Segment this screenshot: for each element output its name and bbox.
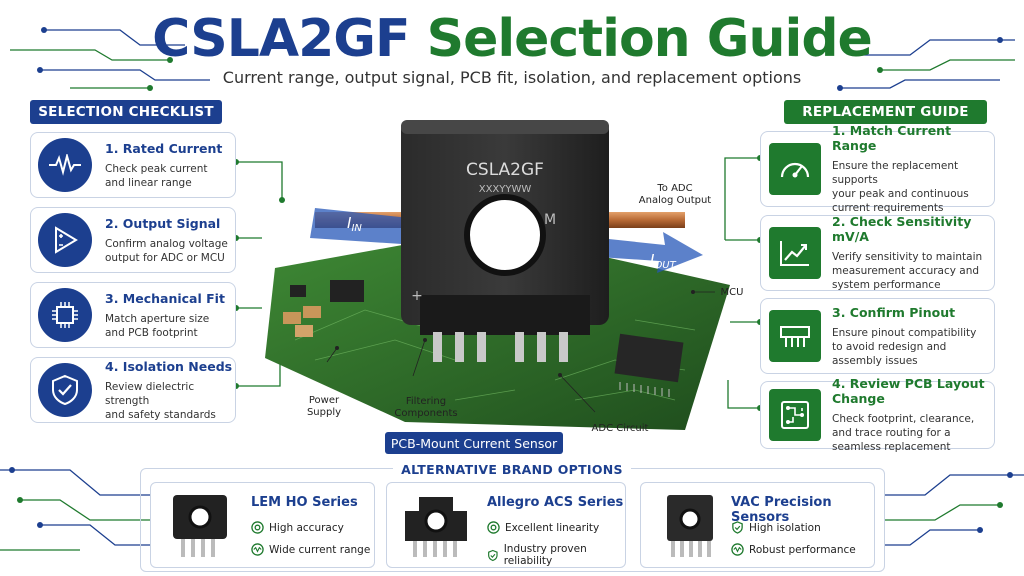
amplifier-icon — [38, 213, 92, 267]
chip-icon — [38, 288, 92, 342]
shield-icon — [732, 521, 743, 534]
capacitor — [283, 312, 301, 324]
alt-brand-name: LEM HO Series — [251, 495, 358, 510]
wave-icon — [251, 543, 264, 556]
replacement-item-title: 3. Confirm Pinout — [832, 304, 956, 320]
alt-feature: Industry proven reliability — [487, 543, 625, 567]
capacitor — [303, 306, 321, 318]
callout-adc-circuit: ADC Circuit — [591, 423, 649, 434]
checklist-item-title: 4. Isolation Needs — [105, 358, 233, 374]
capacitor — [295, 325, 313, 337]
checklist-heading: SELECTION CHECKLIST — [30, 100, 222, 124]
replacement-item-desc: Check footprint, clearance,and trace rou… — [832, 413, 975, 453]
alt-brand-name: VAC Precision Sensors — [731, 495, 832, 525]
vac-sensor-image — [667, 495, 713, 557]
shield-check-icon — [38, 363, 92, 417]
sensor-aperture — [464, 194, 546, 276]
replacement-item-pcb-layout: 4. Review PCB Layout Change Check footpr… — [760, 376, 995, 453]
lem-sensor-image — [173, 495, 227, 557]
alternatives-heading: ALTERNATIVE BRAND OPTIONS — [0, 462, 1024, 477]
sensor-code-label: XXXYYWW — [479, 184, 532, 195]
replacement-item-title: 4. Review PCB Layout Change — [832, 376, 985, 406]
target-icon — [251, 521, 264, 534]
checklist-item-title: 3. Mechanical Fit — [105, 290, 225, 306]
replacement-item-title: 1. Match Current Range — [832, 123, 952, 153]
target-icon — [487, 521, 500, 534]
waveform-icon — [38, 138, 92, 192]
checklist-item-title: 1. Rated Current — [105, 140, 223, 156]
page-subtitle: Current range, output signal, PCB fit, i… — [222, 68, 802, 87]
small-ic — [330, 280, 364, 302]
pcb-layout-icon — [769, 389, 821, 441]
replacement-item-pinout: 3. Confirm Pinout Ensure pinout compatib… — [760, 298, 995, 374]
alt-card-vac: VAC Precision Sensors High isolation Rob… — [640, 482, 875, 568]
small-ic — [290, 285, 306, 297]
pinout-icon — [769, 310, 821, 362]
shield-icon — [488, 549, 498, 561]
replacement-item-sensitivity: 2. Check Sensitivity mV/A Verify sensiti… — [760, 214, 995, 291]
sensor-illustration: CSLA2GF XXXYYWW M + IIN IOUT — [265, 120, 730, 430]
checklist-item-title: 2. Output Signal — [105, 215, 221, 231]
gauge-icon — [769, 143, 821, 195]
alt-feature: Robust performance — [731, 543, 856, 556]
replacement-item-current-range: 1. Match Current Range Ensure the replac… — [760, 123, 995, 214]
allegro-sensor-image — [405, 497, 467, 557]
callout-mcu: MCU — [720, 287, 744, 298]
title-guide: Selection Guide — [426, 9, 873, 69]
alt-feature: Excellent linearity — [487, 521, 599, 534]
checklist-item-isolation-needs: 4. Isolation Needs Review dielectric str… — [30, 357, 236, 423]
trend-chart-icon — [769, 227, 821, 279]
alt-feature: Wide current range — [251, 543, 370, 556]
alt-card-allegro: Allegro ACS Series Excellent linearity I… — [386, 482, 626, 568]
sensor-model-label: CSLA2GF — [466, 160, 544, 180]
replacement-heading: REPLACEMENT GUIDE — [784, 100, 987, 124]
sensor-mark: M — [544, 212, 556, 228]
alt-brand-name: Allegro ACS Series — [487, 495, 624, 510]
pcb-mount-label: PCB-Mount Current Sensor — [385, 432, 563, 454]
current-out-label: IOUT — [650, 251, 677, 271]
page-title: CSLA2GF Selection Guide — [0, 8, 1024, 70]
title-model: CSLA2GF — [152, 9, 410, 69]
replacement-item-title: 2. Check Sensitivity mV/A — [832, 214, 972, 244]
alt-feature: High accuracy — [251, 521, 344, 534]
alt-card-lem: LEM HO Series High accuracy Wide current… — [150, 482, 375, 568]
current-in-label: IIN — [347, 214, 362, 234]
wave-icon — [731, 543, 744, 556]
sensor-plus-mark: + — [411, 288, 423, 304]
alt-feature: High isolation — [731, 521, 821, 534]
mcu-chip — [614, 333, 684, 383]
